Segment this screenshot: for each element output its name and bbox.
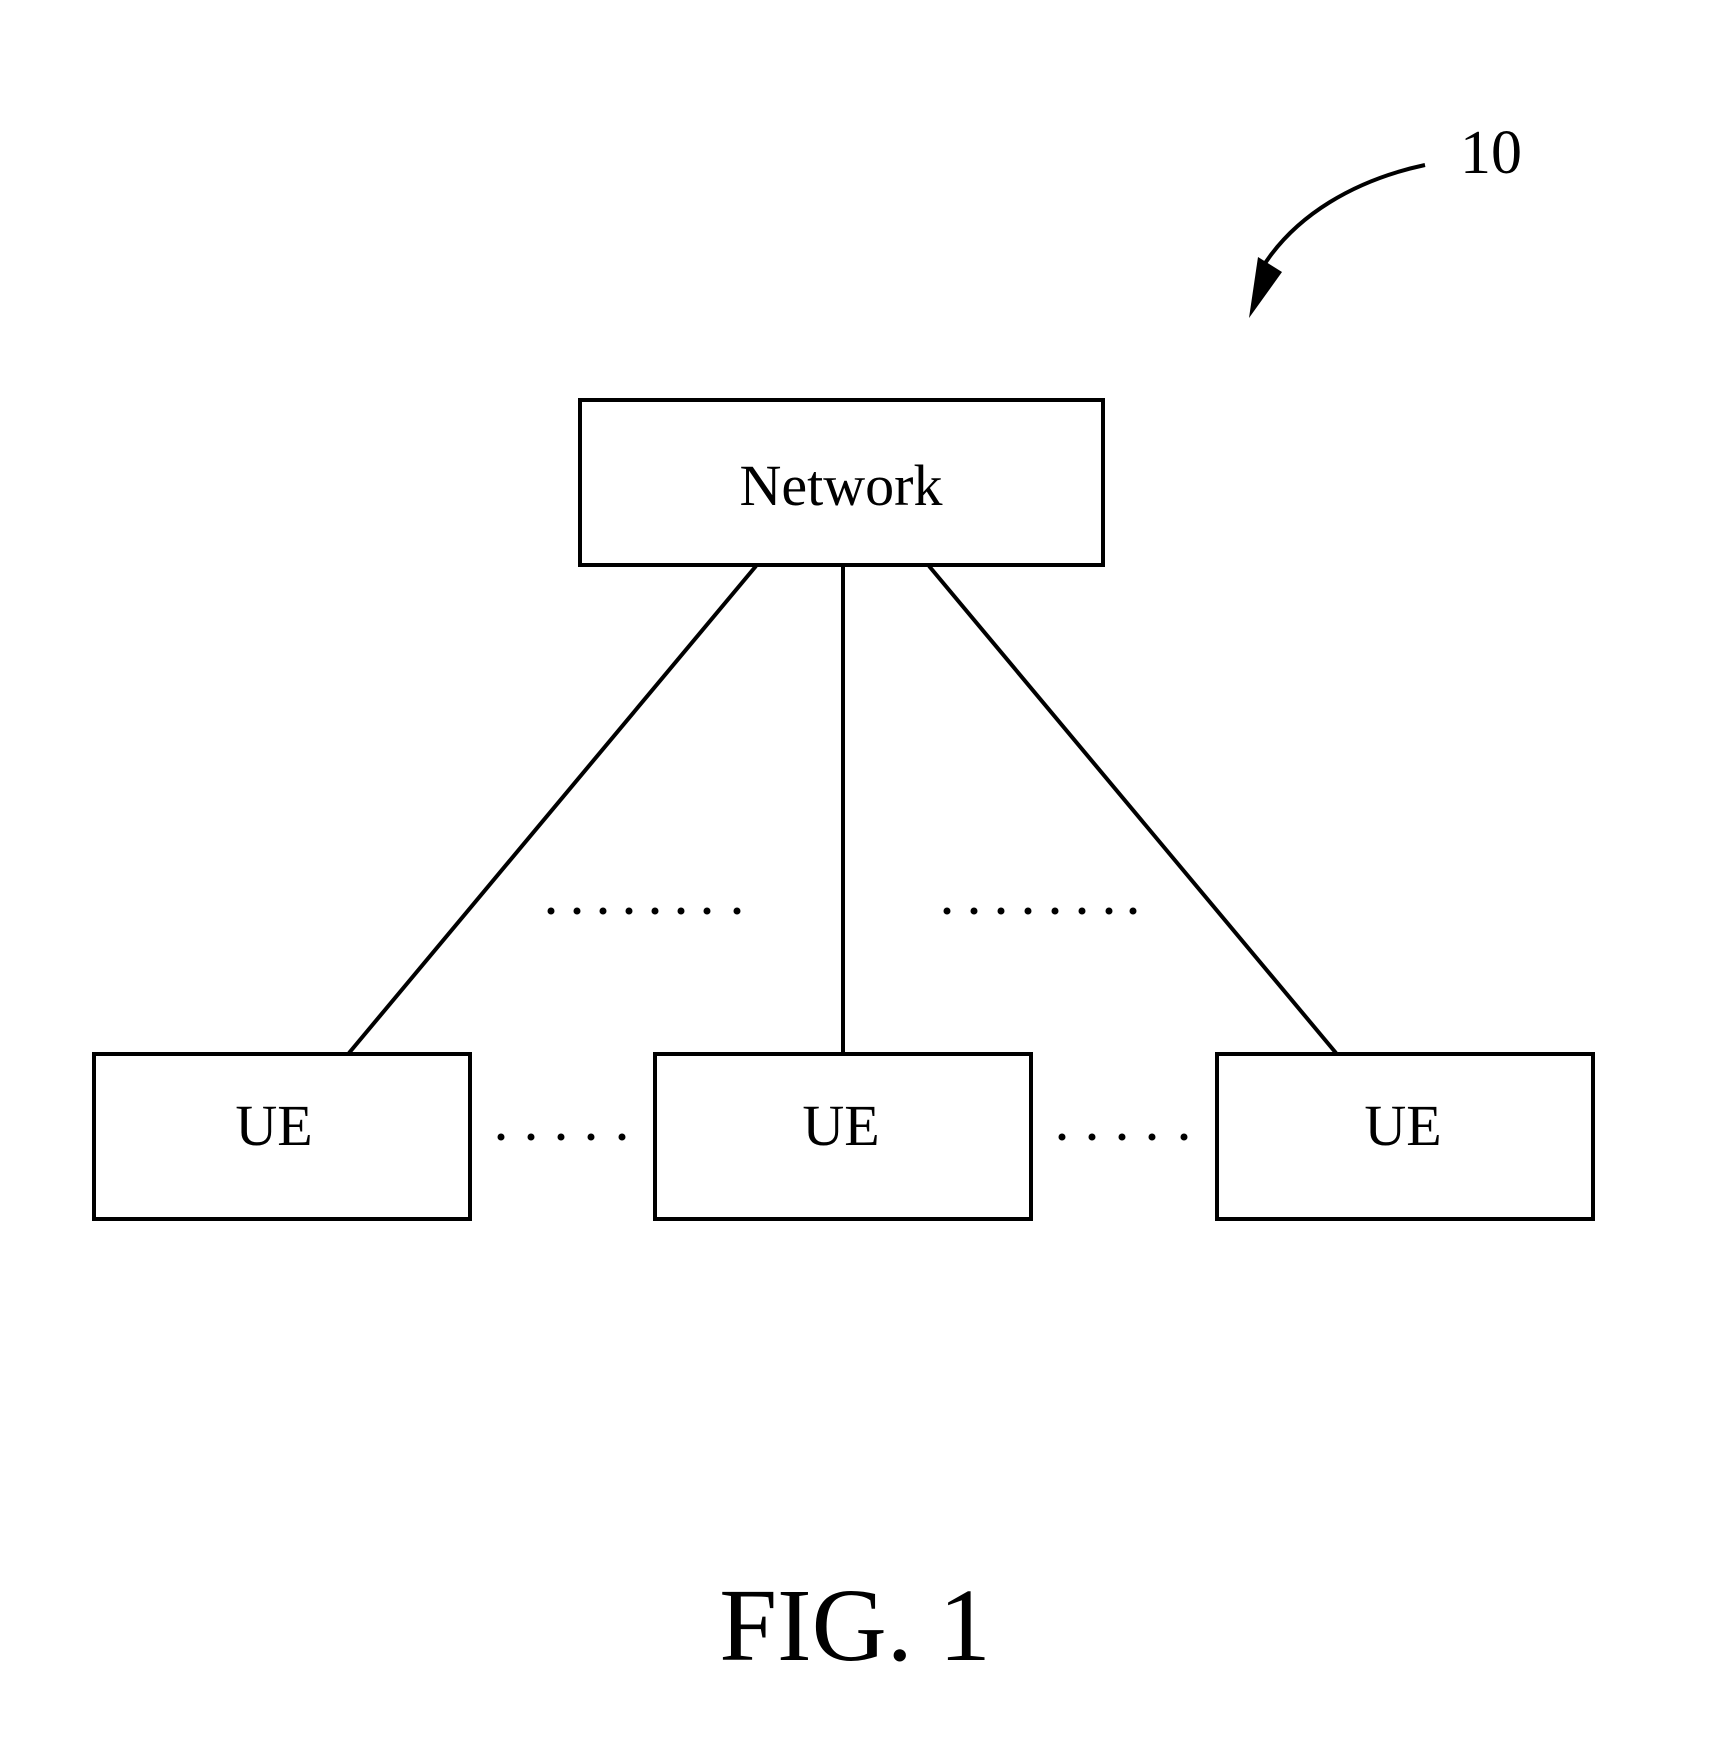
ue-ellipsis-right xyxy=(1059,1134,1188,1141)
link-network-ue-left xyxy=(349,566,756,1053)
ue-ellipsis-left xyxy=(498,1134,626,1141)
link-ellipsis-right xyxy=(944,908,1137,915)
ue-right-label: UE xyxy=(1364,1093,1441,1158)
ue-node-right: UE xyxy=(1217,1054,1593,1219)
reference-numeral: 10 xyxy=(1460,119,1522,187)
ue-node-left: UE xyxy=(94,1054,470,1219)
ue-center-label: UE xyxy=(802,1093,879,1158)
figure-caption: FIG. 1 xyxy=(719,1568,991,1683)
ue-node-center: UE xyxy=(655,1054,1031,1219)
ue-left-label: UE xyxy=(235,1093,312,1158)
reference-arrow-curve xyxy=(1262,165,1425,268)
network-node: Network xyxy=(580,400,1103,565)
link-ellipsis-left xyxy=(548,908,741,915)
link-network-ue-right xyxy=(929,566,1336,1053)
network-label: Network xyxy=(740,453,943,518)
reference-arrow-head xyxy=(1249,257,1282,318)
